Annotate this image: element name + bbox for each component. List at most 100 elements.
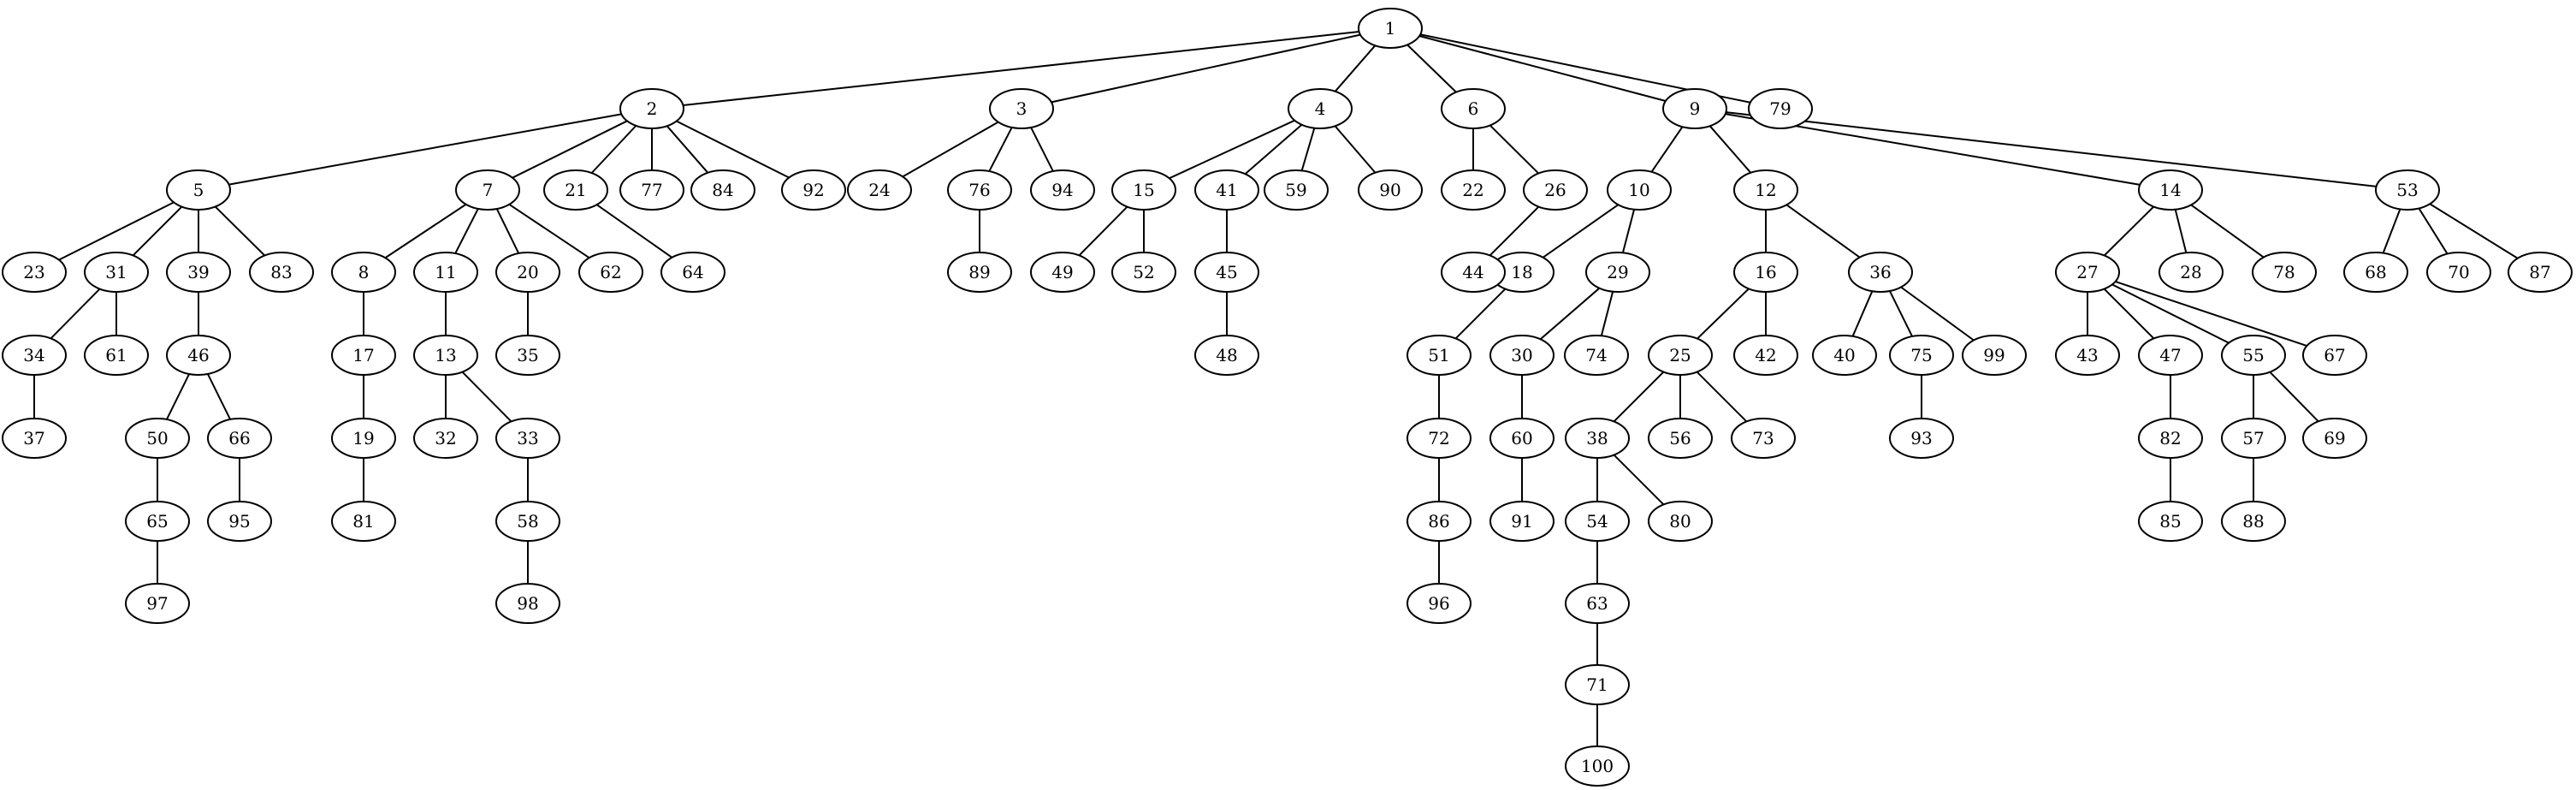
edge-2-7: [512, 120, 628, 179]
node-label: 77: [641, 180, 662, 200]
edge-3-76: [988, 127, 1013, 172]
node-ellipse: [1441, 88, 1506, 129]
node-label: 53: [2396, 180, 2418, 200]
node-29: 29: [1585, 252, 1650, 293]
node-74: 74: [1564, 335, 1629, 376]
node-ellipse: [1733, 252, 1798, 293]
node-28: 28: [2159, 252, 2224, 293]
node-ellipse: [84, 252, 149, 293]
node-label: 97: [146, 593, 168, 614]
node-47: 47: [2138, 335, 2203, 376]
node-23: 23: [2, 252, 67, 293]
node-ellipse: [1848, 252, 1913, 293]
edge-4-15: [1169, 119, 1295, 180]
node-ellipse: [1889, 335, 1954, 376]
node-ellipse: [1489, 335, 1554, 376]
edge-26-44: [1489, 205, 1540, 257]
node-ellipse: [1648, 335, 1713, 376]
edges-layer: [33, 30, 2519, 746]
node-32: 32: [413, 418, 478, 459]
node-70: 70: [2426, 252, 2491, 293]
node-66: 66: [207, 418, 272, 459]
node-label: 23: [23, 262, 44, 282]
node-ellipse: [1812, 335, 1877, 376]
node-label: 39: [187, 262, 209, 282]
node-label: 94: [1051, 180, 1073, 200]
node-39: 39: [166, 252, 231, 293]
node-ellipse: [1564, 335, 1629, 376]
node-ellipse: [989, 88, 1054, 129]
edge-4-90: [1334, 125, 1377, 174]
node-ellipse: [1565, 745, 1630, 787]
node-label: 24: [868, 180, 890, 200]
edge-36-99: [1900, 286, 1975, 342]
node-ellipse: [947, 252, 1012, 293]
edge-2-21: [590, 125, 637, 174]
node-98: 98: [495, 583, 560, 624]
node-50: 50: [125, 418, 190, 459]
node-label: 3: [1016, 98, 1027, 119]
node-ellipse: [166, 169, 231, 211]
node-36: 36: [1848, 252, 1913, 293]
node-11: 11: [413, 252, 478, 293]
node-ellipse: [2138, 418, 2203, 459]
node-ellipse: [1748, 88, 1813, 129]
node-label: 46: [187, 345, 209, 365]
node-ellipse: [1441, 169, 1506, 211]
node-81: 81: [331, 501, 396, 542]
node-ellipse: [495, 418, 560, 459]
node-54: 54: [1565, 501, 1630, 542]
node-85: 85: [2138, 501, 2203, 542]
edge-3-24: [902, 121, 999, 178]
node-ellipse: [1406, 501, 1472, 542]
node-27: 27: [2055, 252, 2120, 293]
node-22: 22: [1441, 169, 1506, 211]
edge-46-66: [206, 373, 232, 420]
node-label: 29: [1607, 262, 1628, 282]
node-12: 12: [1733, 169, 1798, 211]
edge-55-69: [2269, 371, 2319, 423]
node-ellipse: [2055, 335, 2120, 376]
edge-5-23: [58, 201, 175, 261]
node-35: 35: [495, 335, 560, 376]
node-ellipse: [1194, 335, 1259, 376]
edge-9-10: [1650, 126, 1684, 173]
node-ellipse: [947, 169, 1012, 211]
node-6: 6: [1441, 88, 1506, 129]
node-ellipse: [2343, 252, 2408, 293]
node-58: 58: [495, 501, 560, 542]
edge-5-31: [132, 205, 183, 257]
edge-12-36: [1785, 204, 1861, 258]
node-ellipse: [1288, 88, 1353, 129]
node-ellipse: [2138, 501, 2203, 542]
node-label: 56: [1669, 428, 1691, 448]
node-ellipse: [331, 501, 396, 542]
node-ellipse: [2159, 252, 2224, 293]
node-label: 9: [1690, 98, 1701, 119]
node-label: 1: [1385, 18, 1396, 39]
node-48: 48: [1194, 335, 1259, 376]
node-label: 85: [2159, 511, 2181, 532]
node-label: 55: [2242, 345, 2264, 365]
node-label: 59: [1285, 180, 1306, 200]
node-label: 64: [682, 262, 703, 282]
edge-53-70: [2418, 207, 2449, 255]
node-34: 34: [2, 335, 67, 376]
node-ellipse: [455, 169, 520, 211]
node-ellipse: [2138, 169, 2203, 211]
node-37: 37: [2, 418, 67, 459]
node-label: 82: [2159, 428, 2181, 448]
node-94: 94: [1030, 169, 1095, 211]
node-26: 26: [1523, 169, 1588, 211]
node-ellipse: [1962, 335, 2027, 376]
node-label: 80: [1669, 511, 1691, 532]
node-label: 95: [228, 511, 250, 532]
node-ellipse: [495, 583, 560, 624]
node-ellipse: [495, 501, 560, 542]
node-label: 50: [146, 428, 168, 448]
node-label: 71: [1586, 674, 1608, 695]
node-label: 13: [435, 345, 456, 365]
edge-25-38: [1613, 371, 1665, 423]
node-73: 73: [1731, 418, 1796, 459]
